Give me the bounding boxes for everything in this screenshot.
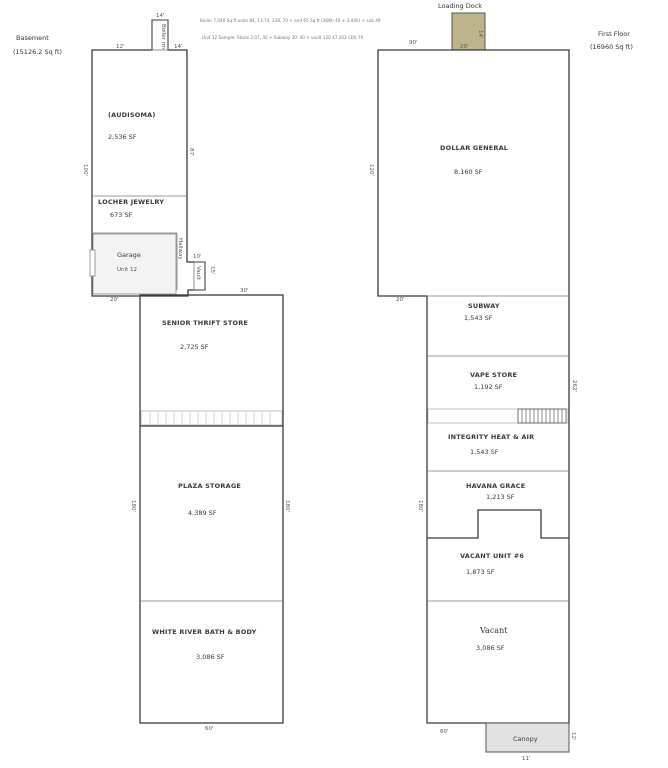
dim-ff-left-lower: 180'	[417, 500, 423, 512]
first-floor-title: First Floor	[598, 30, 630, 38]
plan-note-2: Unit 12 Sample: Stone 2,07, 40 + Subway …	[202, 35, 364, 40]
room-subway-name: SUBWAY	[468, 302, 500, 310]
boiler-room-label: Boiler rm	[160, 24, 166, 49]
dim-top-b: 12'	[116, 44, 125, 50]
dim-mid-c: 30'	[240, 288, 249, 294]
room-vacant-area: 3,086 SF	[476, 644, 505, 652]
room-havana-name: HAVANA GRACE	[466, 482, 525, 490]
room-whiteriver-area: 3,086 SF	[196, 653, 225, 661]
dim-left-upper: 100'	[82, 164, 88, 176]
dim-mid-b: 15'	[209, 266, 215, 275]
dim-right-lower: 180'	[284, 500, 290, 512]
vault-label: Vault	[195, 266, 201, 281]
basement-title: Basement	[16, 34, 49, 42]
room-dollar-general-name: DOLLAR GENERAL	[440, 144, 508, 152]
room-subway-area: 1,543 SF	[464, 314, 493, 322]
plan-note-1: Boiler 7,040 Sq ft units 84, 13.74, 238,…	[200, 18, 381, 23]
first-floor-area: (16960 Sq ft)	[590, 43, 633, 51]
first-floor-stairs	[427, 408, 569, 424]
basement-plan: Basement (15126.2 Sq ft) Boiler rm 14' 1…	[13, 13, 290, 732]
partition-step	[427, 509, 569, 539]
dim-left-step: 20'	[110, 297, 119, 303]
loading-dock-label: Loading Dock	[438, 2, 482, 10]
first-floor-outer-wall	[377, 49, 570, 724]
dim-ff-bottom: 60'	[440, 729, 449, 735]
dim-ff-top: 90'	[409, 40, 418, 46]
room-vape-area: 1,192 SF	[474, 383, 503, 391]
garage-room	[92, 233, 177, 295]
room-vacant6-area: 1,873 SF	[466, 568, 495, 576]
garage-door	[89, 249, 96, 277]
room-plaza-name: PLAZA STORAGE	[178, 482, 241, 490]
room-havana-area: 1,213 SF	[486, 493, 515, 501]
room-thrift-name: SENIOR THRIFT STORE	[162, 319, 248, 327]
dim-right-upper: 87'	[188, 148, 194, 157]
basement-area: (15126.2 Sq ft)	[13, 48, 62, 56]
room-vacant6-name: VACANT UNIT #6	[460, 552, 524, 560]
room-integrity-name: INTEGRITY HEAT & AIR	[448, 433, 534, 441]
room-garage-name: Garage	[117, 251, 141, 259]
room-garage-unit: Unit 12	[117, 267, 137, 273]
room-thrift-area: 2,725 SF	[180, 343, 209, 351]
dim-mid-a: 10'	[193, 254, 202, 260]
room-audisoma-area: 2,536 SF	[108, 133, 137, 141]
hallway-label: Hallway	[177, 238, 183, 260]
dim-canopy-bottom: 11'	[522, 756, 531, 762]
canopy-label: Canopy	[513, 735, 538, 743]
dim-left-lower: 180'	[130, 500, 136, 512]
dim-top-c: 14'	[174, 44, 183, 50]
room-whiteriver-name: WHITE RIVER BATH & BODY	[152, 628, 257, 636]
boiler-room	[151, 19, 169, 51]
dim-ff-right: 262'	[571, 380, 577, 392]
first-floor-plan: First Floor (16960 Sq ft) Loading Dock 2…	[368, 2, 633, 762]
dim-ff-left-upper: 120'	[368, 164, 374, 176]
room-vacant-name: Vacant	[479, 626, 508, 635]
room-vape-name: VAPE STORE	[470, 371, 517, 379]
room-plaza-area: 4,389 SF	[188, 509, 217, 517]
basement-stairs	[140, 410, 283, 426]
room-locher-name: LOCHER JEWELRY	[98, 198, 164, 206]
dim-dock-a: 20'	[460, 44, 469, 50]
dim-bottom: 60'	[205, 726, 214, 732]
dim-top-a: 14'	[156, 13, 165, 19]
dim-dock-b: 14'	[477, 30, 483, 39]
room-dollar-general-area: 8,160 SF	[454, 168, 483, 176]
dim-ff-step: 20'	[396, 297, 405, 303]
room-audisoma-name: (AUDISOMA)	[108, 111, 156, 119]
canopy	[485, 722, 570, 753]
room-integrity-area: 1,543 SF	[470, 448, 499, 456]
dim-canopy-side: 12'	[570, 732, 576, 741]
room-locher-area: 673 SF	[110, 211, 133, 219]
vault-room	[193, 261, 206, 291]
basement-lower-block	[139, 294, 284, 724]
